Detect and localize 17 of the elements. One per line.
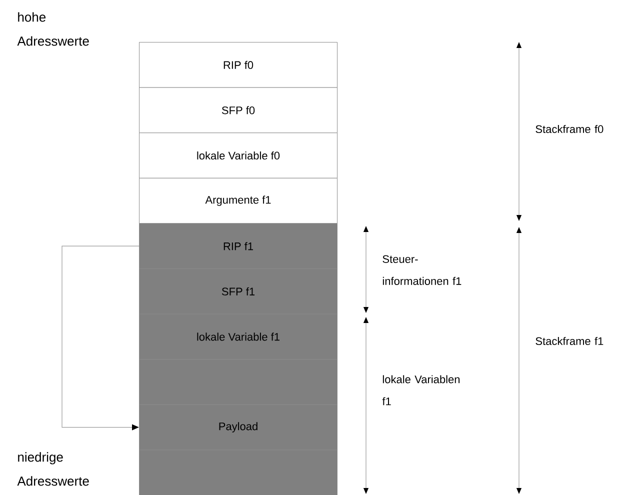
empty-stack-cell [139, 359, 338, 405]
stack-cell: SFP f0 [139, 87, 338, 134]
dimension-label: lokale Variablen f1 [382, 375, 460, 406]
dimension-label: Steuer- informationen f1 [382, 255, 462, 285]
stack-cell: SFP f1 [139, 268, 338, 314]
dimension-label: Stackframe f0 [536, 124, 604, 134]
stack-cell: Argumente f1 [139, 178, 338, 224]
arrow [62, 246, 140, 430]
stack-cell: lokale Variable f1 [139, 314, 338, 360]
empty-stack-cell [139, 450, 338, 495]
stack-cell: lokale Variable f0 [139, 132, 338, 178]
stack-cell: RIP f0 [139, 42, 338, 88]
stack-cell: RIP f1 [139, 223, 338, 269]
address-label: hohe Adresswerte [17, 12, 89, 46]
stack-cell: Payload [139, 404, 338, 450]
address-label: niedrige Adresswerte [17, 452, 89, 486]
dimension-label: Stackframe f1 [536, 336, 604, 346]
